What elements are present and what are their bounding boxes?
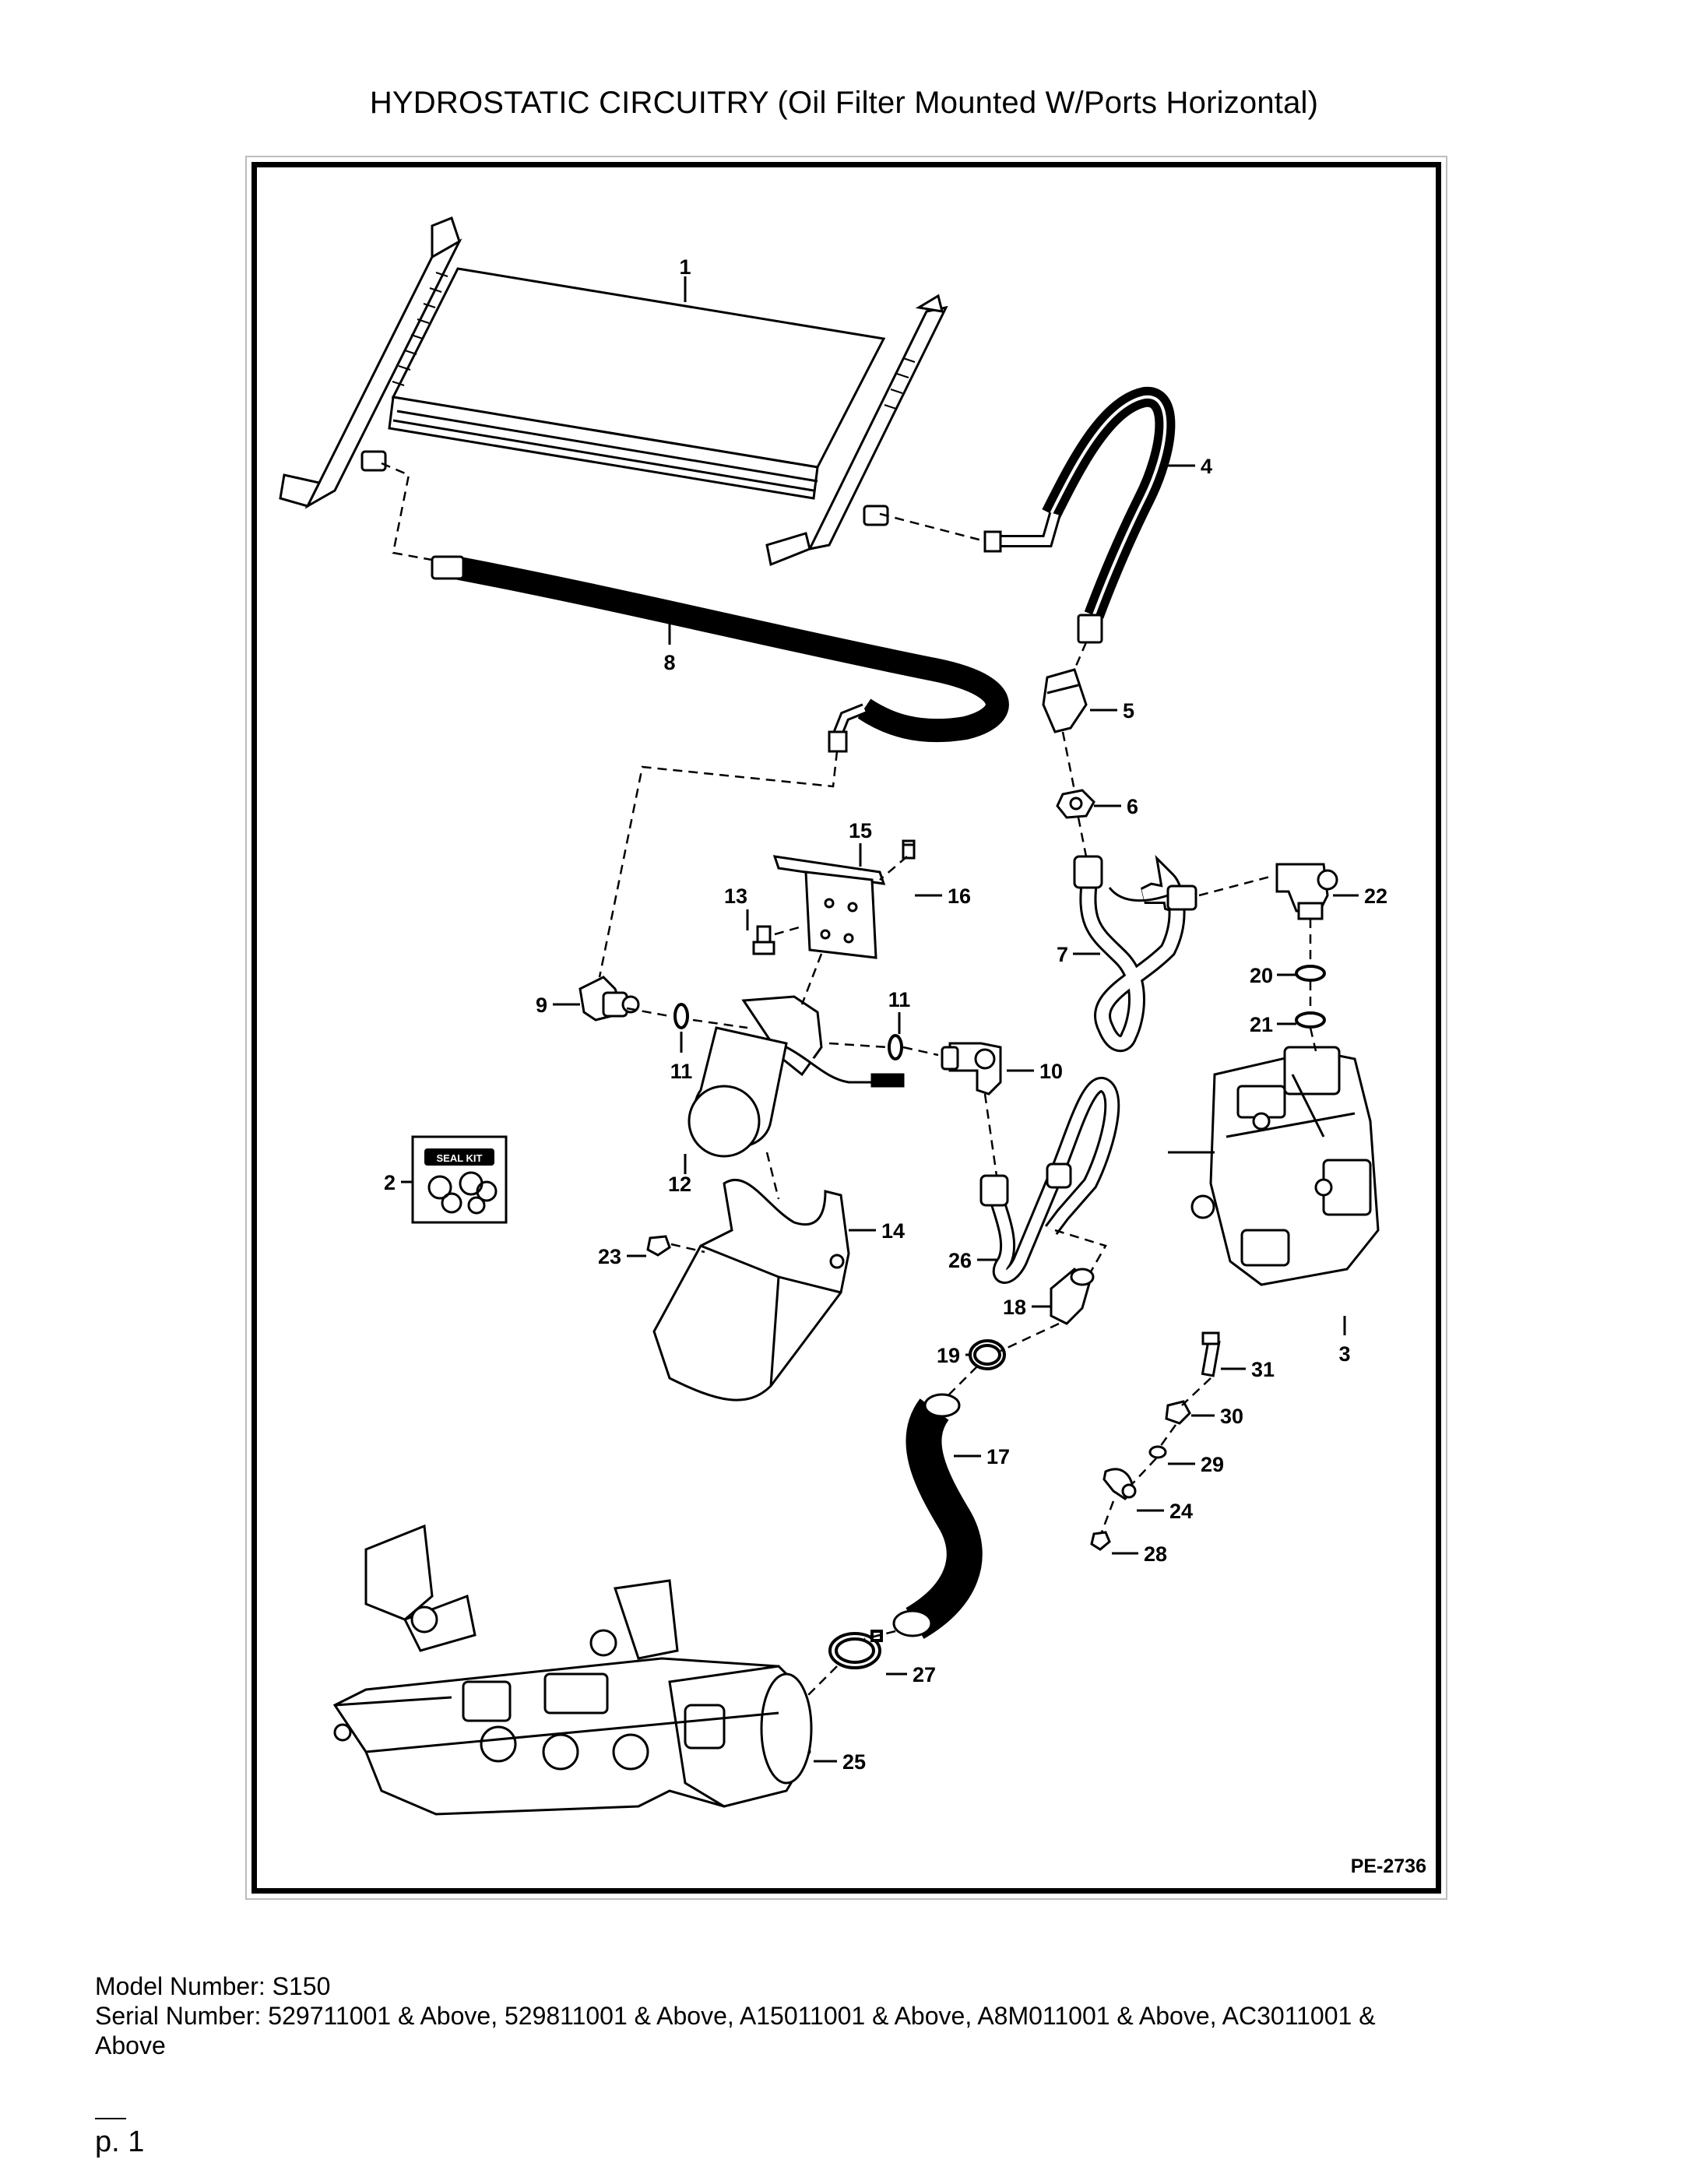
- serial-number-line-1: Serial Number: 529711001 & Above, 529811…: [95, 2002, 1376, 2030]
- diagram-frame: [251, 162, 1441, 1894]
- callout-labels: 1 4 8 5 6 15 16 13 22 7 20 21 9 11 11 10…: [384, 255, 1387, 1774]
- hose-part-4: [983, 386, 1176, 644]
- o-ring-part-20: [1295, 965, 1326, 982]
- callout-26: 26: [948, 1249, 972, 1272]
- elbow-fitting-part-10: [941, 1042, 1002, 1096]
- steel-tube-part-26: [979, 1077, 1120, 1284]
- diagram-frame-outer: [245, 156, 1447, 1900]
- seal-kit-label: SEAL KIT: [437, 1152, 483, 1164]
- steel-tube-part-7: [1073, 854, 1197, 1053]
- callout-19: 19: [937, 1344, 960, 1367]
- hose-part-8: [431, 555, 1009, 753]
- figure-code: PE-2736: [1351, 1855, 1426, 1877]
- callout-12: 12: [668, 1173, 691, 1196]
- callout-13: 13: [724, 885, 747, 908]
- callout-11-left: 11: [670, 1060, 693, 1083]
- callout-16: 16: [948, 885, 971, 908]
- callout-22: 22: [1364, 885, 1387, 908]
- callout-2: 2: [384, 1171, 396, 1194]
- callout-15: 15: [849, 819, 872, 842]
- callout-31: 31: [1251, 1358, 1275, 1381]
- clamp-part-24: [1102, 1468, 1137, 1500]
- callout-25: 25: [842, 1750, 866, 1774]
- hose-clamp-part-27: [828, 1630, 883, 1669]
- callout-23: 23: [598, 1245, 621, 1268]
- page-title: HYDROSTATIC CIRCUITRY (Oil Filter Mounte…: [369, 86, 1319, 120]
- callout-7: 7: [1057, 943, 1068, 966]
- model-number: Model Number: S150: [95, 1972, 331, 2000]
- callout-1: 1: [679, 255, 691, 279]
- bolt-part-31: [1201, 1331, 1221, 1377]
- elbow-fitting-part-22: [1275, 863, 1338, 920]
- callout-21: 21: [1250, 1013, 1273, 1036]
- nut-part-6: [1056, 789, 1095, 819]
- assembly-leader-lines: [381, 462, 1317, 1698]
- callout-4: 4: [1201, 455, 1212, 478]
- elbow-fitting-part-9: [578, 976, 640, 1022]
- callout-27: 27: [913, 1663, 936, 1686]
- hose-part-17: [892, 1393, 983, 1639]
- callout-8: 8: [663, 651, 675, 674]
- mounting-bracket-part-15: [772, 855, 886, 959]
- callout-3: 3: [1338, 1342, 1350, 1366]
- callout-20: 20: [1250, 964, 1273, 987]
- bolt-part-13: [752, 925, 775, 955]
- nut-part-23: [646, 1235, 671, 1257]
- filter-guard-part-14: [652, 1178, 850, 1401]
- callout-9: 9: [536, 994, 547, 1017]
- bolt-part-16: [902, 839, 916, 860]
- callout-17: 17: [986, 1445, 1010, 1468]
- callout-11-right: 11: [888, 988, 911, 1011]
- page-number: p. 1: [95, 2126, 145, 2158]
- callout-29: 29: [1201, 1453, 1224, 1476]
- callout-leaders: [401, 276, 1359, 1763]
- page-number-rule: [95, 2118, 126, 2119]
- hose-clamp-part-19: [969, 1339, 1006, 1370]
- callout-14: 14: [881, 1219, 905, 1243]
- callout-5: 5: [1123, 699, 1134, 723]
- o-ring-part-11-right: [888, 1034, 903, 1060]
- oil-filter-part-12: [688, 995, 905, 1158]
- nut-part-30: [1165, 1400, 1191, 1425]
- o-ring-part-11-left: [673, 1003, 689, 1029]
- callout-18: 18: [1003, 1296, 1026, 1319]
- callout-30: 30: [1220, 1405, 1243, 1428]
- o-ring-part-21: [1295, 1011, 1326, 1029]
- callout-6: 6: [1127, 795, 1138, 818]
- nut-part-28: [1090, 1531, 1111, 1551]
- fitting-part-18: [1050, 1268, 1095, 1325]
- elbow-fitting-part-5: [1042, 668, 1088, 733]
- washer-part-29: [1148, 1445, 1167, 1459]
- serial-number-line-2: Above: [95, 2031, 166, 2059]
- valve-block-part-3: [1168, 1046, 1380, 1286]
- callout-28: 28: [1144, 1542, 1167, 1566]
- callout-24: 24: [1169, 1500, 1193, 1523]
- seal-kit-part-2: SEAL KIT: [411, 1135, 508, 1224]
- oil-cooler-part-1: [279, 216, 948, 567]
- callout-10: 10: [1039, 1060, 1063, 1083]
- hydrostatic-pump-part-25: [332, 1524, 813, 1816]
